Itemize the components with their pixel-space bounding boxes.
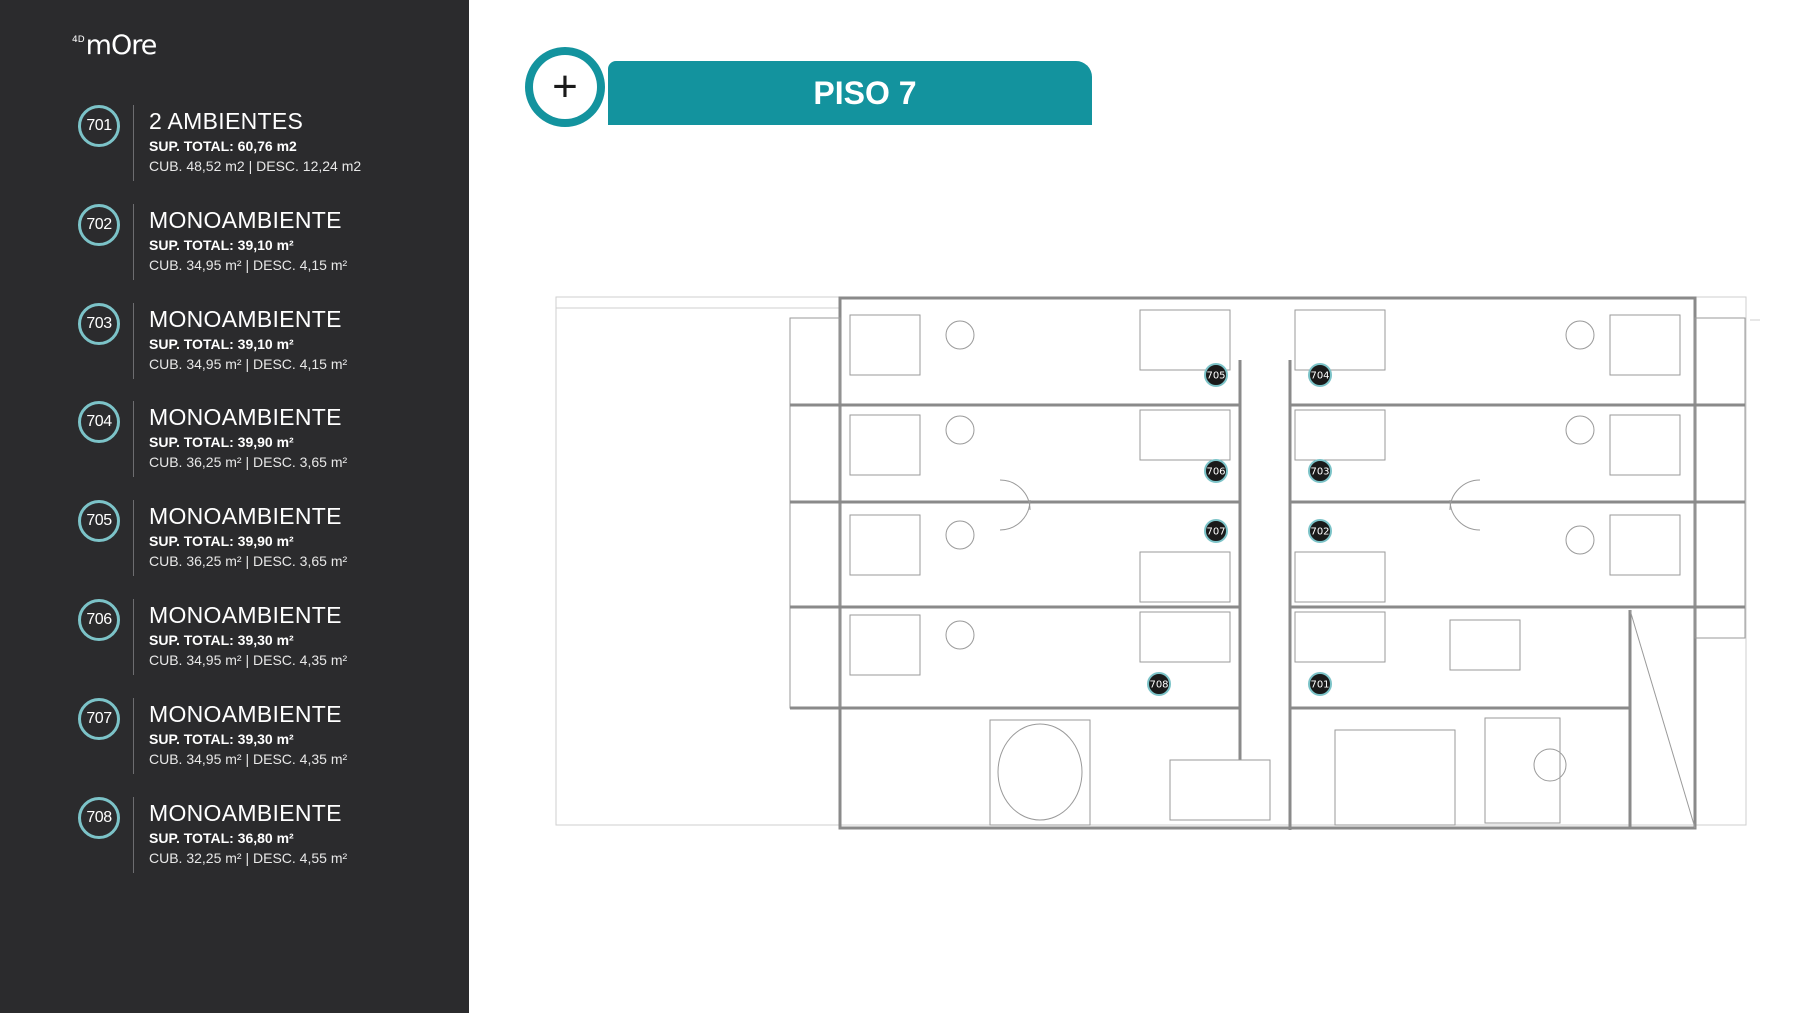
unit-badge: 701	[78, 105, 120, 147]
divider	[133, 698, 134, 774]
unit-total-area: SUP. TOTAL: 39,10 m²	[149, 336, 294, 352]
plan-marker-706[interactable]	[1204, 459, 1228, 483]
plan-marker-label: 702	[1310, 527, 1329, 538]
unit-badge: 704	[78, 401, 120, 443]
plan-marker-702[interactable]	[1308, 519, 1332, 543]
unit-badge: 703	[78, 303, 120, 345]
unit-total-area: SUP. TOTAL: 39,90 m²	[149, 533, 294, 549]
unit-area-detail: CUB. 34,95 m² | DESC. 4,35 m²	[149, 751, 348, 767]
unit-badge: 707	[78, 698, 120, 740]
divider	[133, 599, 134, 675]
unit-area-detail: CUB. 48,52 m2 | DESC. 12,24 m2	[149, 158, 362, 174]
unit-type: MONOAMBIENTE	[149, 207, 342, 233]
divider	[133, 204, 134, 280]
sidebar: 4DmOre 701 2 AMBIENTES SUP. TOTAL: 60,76…	[0, 0, 469, 1013]
expand-button[interactable]: +	[525, 47, 605, 127]
divider	[133, 500, 134, 576]
unit-badge: 705	[78, 500, 120, 542]
unit-item-706[interactable]: 706 MONOAMBIENTE SUP. TOTAL: 39,30 m² CU…	[78, 599, 458, 679]
plan-marker-704[interactable]	[1308, 363, 1332, 387]
unit-type: MONOAMBIENTE	[149, 602, 342, 628]
plan-marker-label: 704	[1310, 371, 1329, 382]
plan-marker-708[interactable]	[1147, 672, 1171, 696]
brand-logo: 4DmOre	[72, 30, 158, 61]
plan-marker-705[interactable]	[1204, 363, 1228, 387]
unit-item-704[interactable]: 704 MONOAMBIENTE SUP. TOTAL: 39,90 m² CU…	[78, 401, 458, 481]
unit-item-708[interactable]: 708 MONOAMBIENTE SUP. TOTAL: 36,80 m² CU…	[78, 797, 458, 877]
unit-area-detail: CUB. 34,95 m² | DESC. 4,15 m²	[149, 257, 348, 273]
plan-marker-label: 708	[1149, 680, 1168, 691]
floor-title: PISO 7	[608, 61, 1092, 125]
divider	[133, 105, 134, 181]
divider	[133, 797, 134, 873]
plan-marker-label: 706	[1206, 467, 1225, 478]
unit-area-detail: CUB. 36,25 m² | DESC. 3,65 m²	[149, 553, 348, 569]
unit-area-detail: CUB. 34,95 m² | DESC. 4,15 m²	[149, 356, 348, 372]
plan-marker-label: 701	[1310, 680, 1329, 691]
plus-icon: +	[533, 55, 597, 119]
unit-type: MONOAMBIENTE	[149, 800, 342, 826]
plan-marker-707[interactable]	[1204, 519, 1228, 543]
unit-type: MONOAMBIENTE	[149, 404, 342, 430]
brand-name: mOre	[85, 30, 158, 61]
unit-item-707[interactable]: 707 MONOAMBIENTE SUP. TOTAL: 39,30 m² CU…	[78, 698, 458, 778]
unit-area-detail: CUB. 36,25 m² | DESC. 3,65 m²	[149, 454, 348, 470]
unit-type: MONOAMBIENTE	[149, 701, 342, 727]
unit-total-area: SUP. TOTAL: 60,76 m2	[149, 138, 297, 154]
floor-header: PISO 7 +	[525, 47, 1095, 133]
unit-total-area: SUP. TOTAL: 39,90 m²	[149, 434, 294, 450]
divider	[133, 303, 134, 379]
unit-item-705[interactable]: 705 MONOAMBIENTE SUP. TOTAL: 39,90 m² CU…	[78, 500, 458, 580]
unit-type: 2 AMBIENTES	[149, 108, 304, 134]
brand-superscript: 4D	[72, 35, 85, 45]
unit-total-area: SUP. TOTAL: 39,30 m²	[149, 731, 294, 747]
unit-badge: 702	[78, 204, 120, 246]
unit-item-703[interactable]: 703 MONOAMBIENTE SUP. TOTAL: 39,10 m² CU…	[78, 303, 458, 383]
unit-area-detail: CUB. 34,95 m² | DESC. 4,35 m²	[149, 652, 348, 668]
unit-type: MONOAMBIENTE	[149, 503, 342, 529]
plan-marker-701[interactable]	[1308, 672, 1332, 696]
plan-marker-703[interactable]	[1308, 459, 1332, 483]
unit-item-702[interactable]: 702 MONOAMBIENTE SUP. TOTAL: 39,10 m² CU…	[78, 204, 458, 284]
plan-markers: 705 704 706 703 707 702 708 701	[1147, 363, 1332, 696]
unit-badge: 708	[78, 797, 120, 839]
unit-area-detail: CUB. 32,25 m² | DESC. 4,55 m²	[149, 850, 348, 866]
unit-total-area: SUP. TOTAL: 39,10 m²	[149, 237, 294, 253]
plan-marker-label: 703	[1310, 467, 1329, 478]
plan-marker-label: 705	[1206, 371, 1225, 382]
plan-marker-label: 707	[1206, 527, 1225, 538]
unit-badge: 706	[78, 599, 120, 641]
unit-total-area: SUP. TOTAL: 36,80 m²	[149, 830, 294, 846]
floor-plan: 705 704 706 703 707 702 708 701	[555, 296, 1760, 830]
unit-item-701[interactable]: 701 2 AMBIENTES SUP. TOTAL: 60,76 m2 CUB…	[78, 105, 458, 185]
unit-type: MONOAMBIENTE	[149, 306, 342, 332]
unit-total-area: SUP. TOTAL: 39,30 m²	[149, 632, 294, 648]
divider	[133, 401, 134, 477]
